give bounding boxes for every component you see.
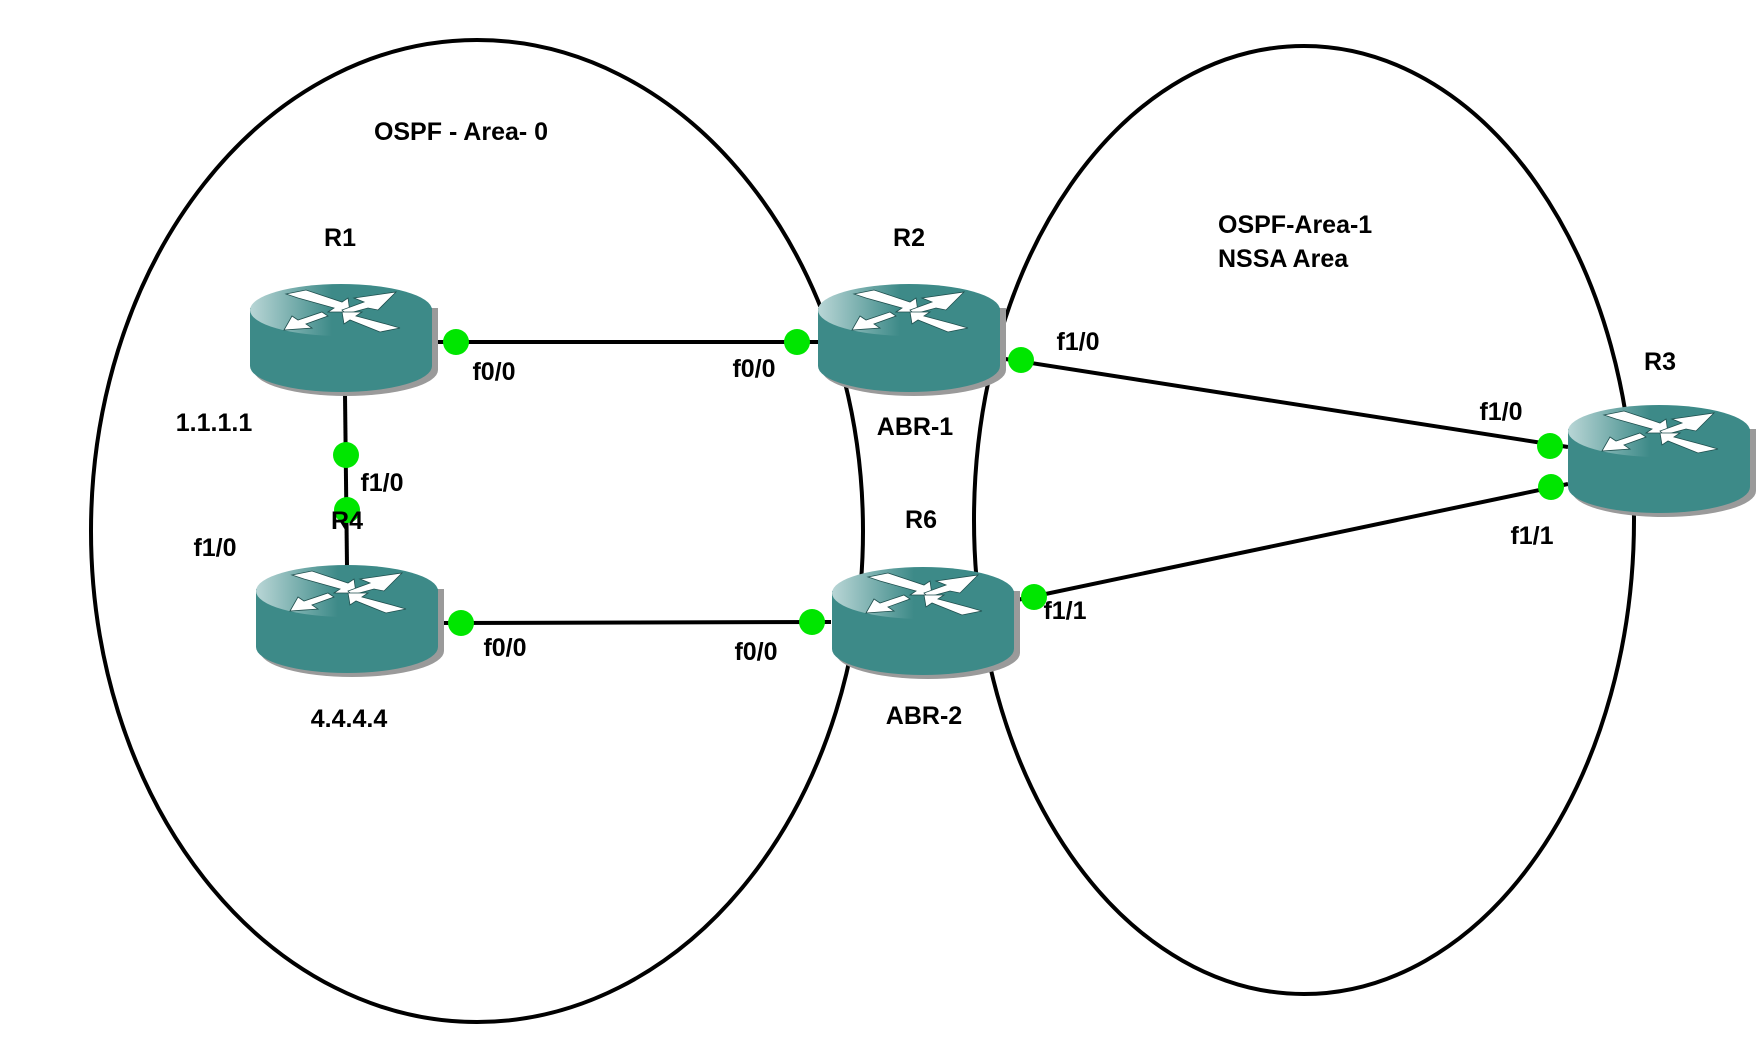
router-r2-role: ABR-1 [877,413,953,441]
if-label-r2-f1-0: f1/0 [1056,328,1099,356]
port-r6-f1-1[interactable] [1021,584,1047,610]
area0-label: OSPF - Area- 0 [374,118,548,146]
router-r6[interactable] [831,566,1021,680]
router-r6-role: ABR-2 [886,702,962,730]
if-label-r6-f1-1: f1/1 [1043,597,1086,625]
port-r3-f1-0[interactable] [1537,433,1563,459]
if-label-r2-f0-0: f0/0 [732,355,775,383]
area0-boundary [89,38,865,1024]
if-label-r1-f1-0: f1/0 [360,469,403,497]
port-r3-f1-1[interactable] [1538,474,1564,500]
area1-boundary [972,44,1636,996]
router-r3-name: R3 [1644,348,1676,376]
port-r4-f1-0[interactable] [334,497,360,523]
port-r1-f1-0[interactable] [333,442,359,468]
if-label-r6-f0-0: f0/0 [734,638,777,666]
port-r4-f0-0[interactable] [448,610,474,636]
router-r6-name: R6 [905,506,937,534]
port-r6-f0-0[interactable] [799,609,825,635]
if-label-r3-f1-0: f1/0 [1479,398,1522,426]
link-r6-r3[interactable] [1016,482,1569,602]
if-label-r4-f0-0: f0/0 [483,634,526,662]
router-r1-ip: 1.1.1.1 [176,409,253,437]
area1-label-line1: OSPF-Area-1 [1218,211,1372,239]
router-r1-name: R1 [324,224,356,252]
router-r4[interactable] [255,564,445,678]
router-r2[interactable] [817,283,1007,397]
link-r4-r6[interactable] [440,620,832,625]
port-r1-f0-0[interactable] [443,329,469,355]
if-label-r1-f0-0: f0/0 [472,358,515,386]
router-r4-ip: 4.4.4.4 [311,705,388,733]
if-label-r3-f1-1: f1/1 [1510,522,1553,550]
port-dots [333,329,1564,636]
router-r3[interactable] [1567,404,1756,518]
link-r1-r4[interactable] [343,393,349,567]
if-label-r4-f1-0: f1/0 [193,534,236,562]
router-r4-name: R4 [331,507,363,535]
link-r2-r3[interactable] [998,356,1569,449]
port-r2-f0-0[interactable] [784,329,810,355]
router-r2-name: R2 [893,224,925,252]
area1-label-line2: NSSA Area [1218,245,1349,273]
port-r2-f1-0[interactable] [1008,347,1034,373]
router-r1[interactable] [249,283,439,397]
